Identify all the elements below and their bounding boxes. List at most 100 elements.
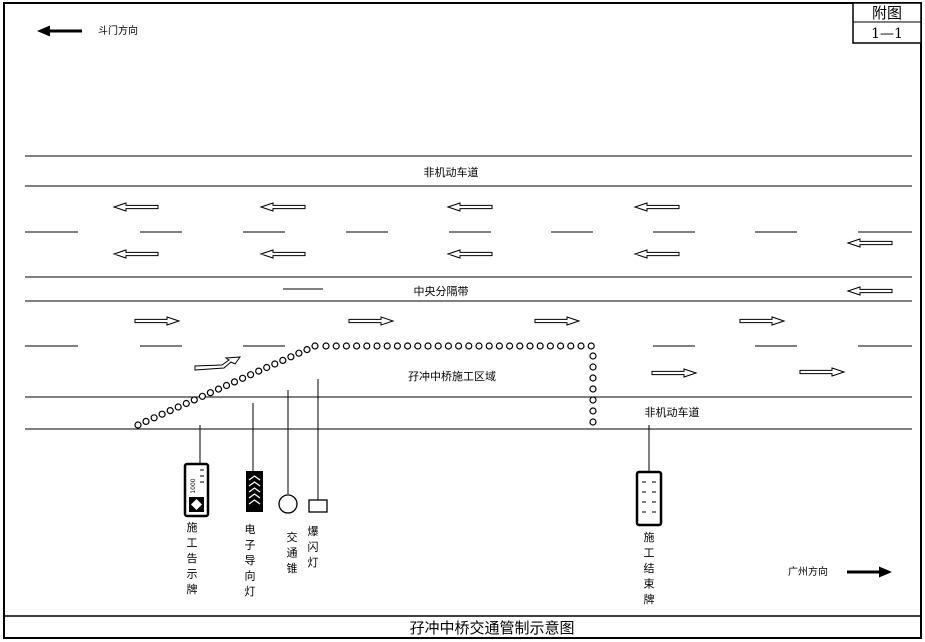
cone-row xyxy=(134,342,597,429)
lane-arrow-icon xyxy=(446,202,493,212)
traffic-cone-icon xyxy=(393,342,401,350)
end-sign-icon xyxy=(635,470,663,527)
arrow-icon xyxy=(847,566,892,578)
traffic-cone-icon xyxy=(222,381,231,390)
traffic-cone-icon xyxy=(526,342,534,350)
traffic-cone-icon xyxy=(383,342,391,350)
lane-arrow-icon xyxy=(846,286,893,296)
traffic-cone-icon xyxy=(230,378,239,386)
lane-arrow-icon xyxy=(846,238,893,248)
appendix-box: 附图 1—1 xyxy=(852,2,922,44)
traffic-cone-icon xyxy=(342,342,350,350)
non-motor-lane-bottom-label: 非机动车道 xyxy=(645,405,700,419)
lane-arrow-icon xyxy=(651,368,698,378)
lane-arrow-icon xyxy=(112,202,159,212)
lane-arrow-icon xyxy=(739,316,786,326)
traffic-cone-icon xyxy=(577,342,585,350)
traffic-cone-icon xyxy=(546,342,555,350)
traffic-cone-icon xyxy=(444,342,452,350)
traffic-cone-icon xyxy=(295,349,303,357)
traffic-cone-icon xyxy=(455,342,463,350)
traffic-cone-icon xyxy=(255,367,263,375)
traffic-cone-icon xyxy=(239,374,247,382)
traffic-cone-icon xyxy=(198,392,206,400)
traffic-cone-icon xyxy=(414,342,422,350)
traffic-cone-icon xyxy=(589,396,597,404)
traffic-cone-icon xyxy=(495,342,503,350)
traffic-cone-icon xyxy=(271,360,279,368)
appendix-label: 附图 xyxy=(872,4,902,22)
traffic-cone-icon xyxy=(485,342,493,350)
sign-speed-text: 1000 xyxy=(190,478,197,493)
lane-arrow-icon xyxy=(633,249,680,259)
lane-arrow-icon xyxy=(633,202,680,212)
traffic-cone-icon xyxy=(589,352,597,360)
lane-arrows xyxy=(112,202,893,378)
legend-start-sign-label: 施工告示牌 xyxy=(187,521,198,596)
traffic-cone-icon xyxy=(311,342,319,350)
traffic-cone-icon xyxy=(150,414,158,422)
guide-light-icon xyxy=(246,471,263,512)
traffic-cone-icon xyxy=(279,356,287,364)
traffic-cone-icon xyxy=(303,346,311,354)
traffic-cone-icon xyxy=(587,342,595,350)
traffic-cone-icon xyxy=(589,374,597,382)
merge-arrow-icon xyxy=(194,356,242,371)
traffic-cone-icon xyxy=(475,342,483,350)
arrow-icon xyxy=(37,25,82,37)
lane-arrow-icon xyxy=(112,249,159,259)
traffic-cone-icon xyxy=(567,342,575,350)
traffic-cone-icon xyxy=(424,342,432,350)
traffic-cone-icon xyxy=(263,363,271,372)
traffic-cone-icon xyxy=(589,418,597,426)
traffic-cone-icon xyxy=(142,417,150,425)
traffic-cone-icon xyxy=(278,494,298,514)
diagram-caption: 孖冲中桥交通管制示意图 xyxy=(409,619,574,637)
traffic-cone-icon xyxy=(589,385,597,393)
lane-arrow-icon xyxy=(799,367,846,377)
traffic-cone-icon xyxy=(363,342,371,350)
traffic-cone-icon xyxy=(404,342,412,350)
traffic-cone-icon xyxy=(247,371,255,379)
direction-west-label: 斗门方向 xyxy=(98,24,138,37)
traffic-cone-icon xyxy=(506,342,514,350)
direction-east-label: 广州方向 xyxy=(788,565,828,578)
traffic-cone-icon xyxy=(182,399,190,408)
traffic-cone-icon xyxy=(373,342,381,350)
work-zone-label: 孖冲中桥施工区域 xyxy=(408,369,496,383)
road-lines xyxy=(25,155,912,430)
flash-light-icon xyxy=(308,499,328,513)
traffic-cone-icon xyxy=(166,407,174,415)
traffic-cone-icon xyxy=(556,342,565,350)
lane-arrow-icon xyxy=(134,316,181,326)
traffic-cone-icon xyxy=(536,342,544,350)
traffic-cone-icon xyxy=(434,342,442,350)
traffic-cone-icon xyxy=(516,342,524,350)
traffic-cone-icon xyxy=(214,385,223,393)
lane-arrow-icon xyxy=(259,202,306,212)
traffic-cone-icon xyxy=(158,410,166,418)
median-label: 中央分隔带 xyxy=(414,285,469,298)
lane-arrow-icon xyxy=(259,249,306,259)
construction-sign-icon: 1000 xyxy=(183,462,210,518)
traffic-cone-icon xyxy=(206,389,214,397)
traffic-cone-icon xyxy=(134,421,142,429)
legend-guide-light-label: 电子导向灯 xyxy=(245,523,256,598)
lane-arrow-icon xyxy=(446,249,493,259)
leader-lines xyxy=(199,379,650,500)
non-motor-lane-top-label: 非机动车道 xyxy=(424,165,479,179)
traffic-cone-icon xyxy=(465,342,473,350)
lane-arrow-icon xyxy=(534,316,581,326)
traffic-cone-icon xyxy=(353,342,361,350)
traffic-cone-icon xyxy=(589,407,597,415)
traffic-cone-icon xyxy=(174,403,182,411)
traffic-cone-icon xyxy=(287,353,295,361)
traffic-cone-icon xyxy=(332,342,340,350)
traffic-cone-icon xyxy=(190,396,198,404)
legend-flash-light-label: 爆闪灯 xyxy=(308,524,319,569)
appendix-number: 1—1 xyxy=(871,26,903,42)
legend-traffic-cone-label: 交通锥 xyxy=(287,530,298,575)
legend-end-sign-label: 施工结束牌 xyxy=(644,531,655,606)
traffic-cone-icon xyxy=(589,363,597,371)
